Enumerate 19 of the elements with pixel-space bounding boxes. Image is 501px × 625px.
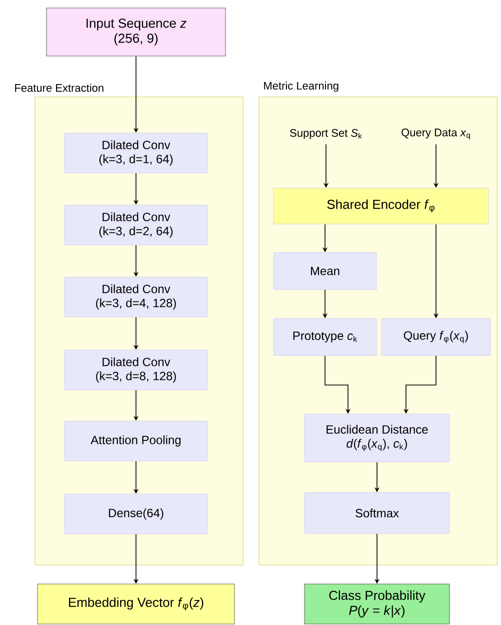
process-box: Softmax xyxy=(304,492,450,534)
process-box: Dilated Conv (k=3, d=4, 128) xyxy=(64,276,208,318)
panel-heading: Feature Extraction xyxy=(15,84,104,92)
process-box: Dilated Conv (k=3, d=8, 128) xyxy=(64,350,208,390)
process-box: Euclidean Distance d(f$_{φ}$(x$_{q}$), c$_{k}$) xyxy=(304,414,450,462)
encoder-box: Shared Encoder f$_{φ}$ xyxy=(273,188,489,224)
output-box: Class Probability P(y = k|x) xyxy=(304,584,450,624)
process-box: Dense(64) xyxy=(64,494,208,534)
process-box: Attention Pooling xyxy=(64,420,208,462)
input-box: Input Sequence z (256, 9) xyxy=(46,8,226,56)
output-box: Embedding Vector f$_{φ}$(z) xyxy=(37,584,235,624)
process-box: Dilated Conv (k=3, d=1, 64) xyxy=(64,132,208,174)
input-label: Support Set S$_{k}$ xyxy=(290,129,362,139)
process-box: Mean xyxy=(273,252,377,290)
process-box: Query f$_{φ}$(x$_{q}$) xyxy=(381,318,491,356)
input-label: Query Data x$_{q}$ xyxy=(402,128,470,140)
panel-heading: Metric Learning xyxy=(264,82,338,92)
process-box: Prototype c$_{k}$ xyxy=(273,318,377,356)
process-box: Dilated Conv (k=3, d=2, 64) xyxy=(64,204,208,246)
